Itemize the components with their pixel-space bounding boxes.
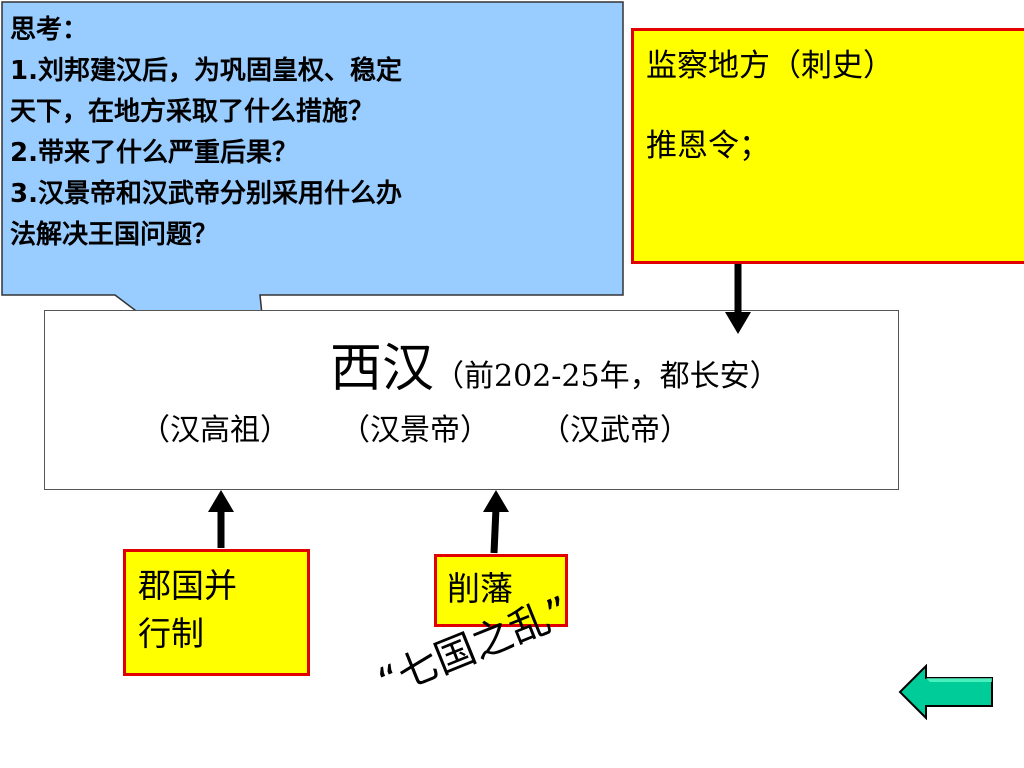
back-button[interactable] <box>898 663 996 721</box>
callout-question-1a: 1.刘邦建汉后，为巩固皇权、稳定 <box>10 56 402 86</box>
left-arrow-icon <box>898 663 993 721</box>
arrow-up-from-xuefan <box>483 490 509 554</box>
callout-question-3b: 法解决王国问题？ <box>10 220 219 250</box>
supervise-label: 监察地方（刺史） <box>646 48 894 84</box>
dynasty-title-line: 西汉（前202-25年，都长安） <box>330 326 780 401</box>
xuefan-box: 削藩 <box>434 554 568 627</box>
emperor-wudi: （汉武帝） <box>540 413 690 448</box>
callout-questions: 思考： 1.刘邦建汉后，为巩固皇权、稳定 天下，在地方采取了什么措施？ 2.带来… <box>10 10 610 256</box>
junguo-line-1: 郡国并 <box>138 566 237 605</box>
emperors-row: （汉高祖） （汉景帝） （汉武帝） <box>140 405 740 449</box>
junguo-line-2: 行制 <box>138 614 204 653</box>
emperor-jingdi: （汉景帝） <box>340 413 490 448</box>
tuienling-label: 推恩令； <box>646 128 770 164</box>
western-han-box <box>44 310 899 490</box>
junguo-system-box: 郡国并 行制 <box>123 549 310 676</box>
callout-question-1b: 天下，在地方采取了什么措施？ <box>10 97 375 127</box>
wudi-policies-box: 监察地方（刺史） 推恩令； <box>631 28 1024 264</box>
dynasty-subtitle: （前202-25年，都长安） <box>434 359 780 394</box>
callout-question-2: 2.带来了什么严重后果？ <box>10 138 298 168</box>
arrow-up-from-junguo <box>208 490 234 548</box>
callout-question-3a: 3.汉景帝和汉武帝分别采用什么办 <box>10 179 402 209</box>
emperor-gaozu: （汉高祖） <box>140 413 290 448</box>
xuefan-label: 削藩 <box>447 569 513 608</box>
dynasty-title: 西汉 <box>330 339 435 399</box>
callout-heading: 思考： <box>10 15 89 45</box>
